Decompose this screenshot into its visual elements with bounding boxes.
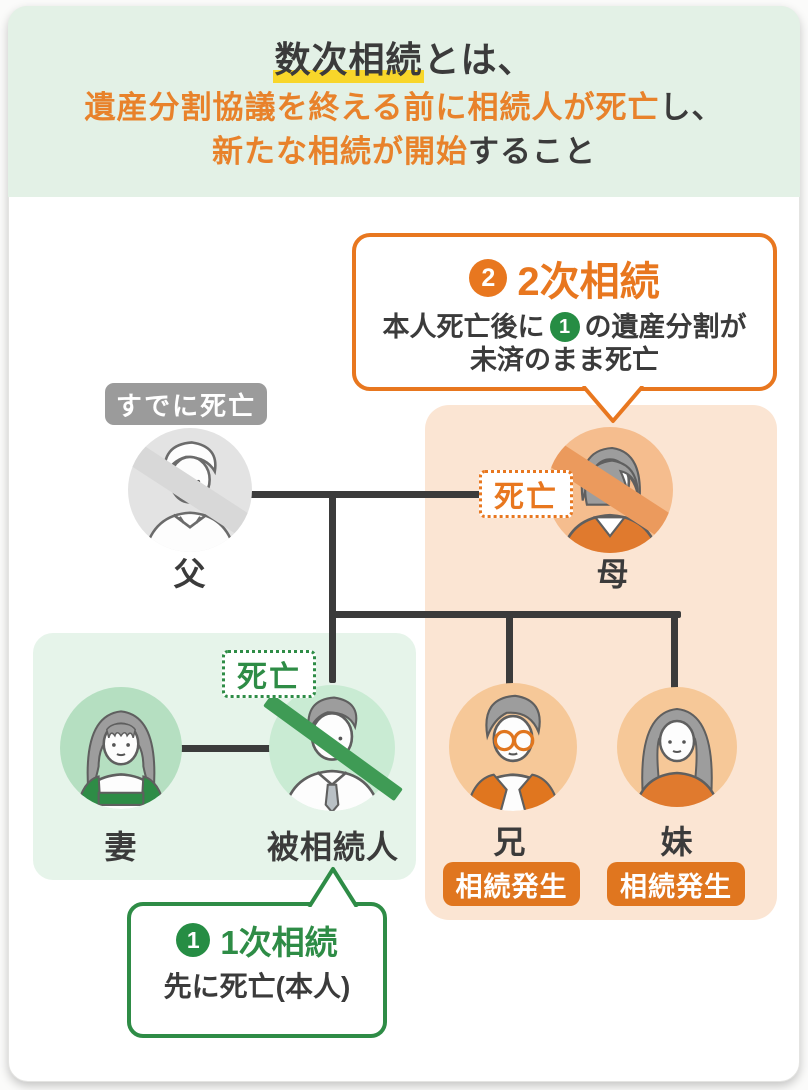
secondary-callout-body-line-2: 未済のまま死亡 bbox=[470, 344, 659, 375]
sister-icon bbox=[634, 707, 720, 807]
marriage-line-wife-decedent bbox=[175, 745, 275, 752]
father-label: 父 bbox=[173, 556, 207, 592]
sister-inheritance-badge: 相続発生 bbox=[607, 862, 745, 906]
title-line-2: 遺産分割協議を終える前に相続人が死亡し、 bbox=[84, 90, 723, 126]
primary-callout-tail-up-icon bbox=[307, 867, 359, 907]
siblings-line bbox=[329, 611, 681, 618]
title-line-3: 新たな相続が開始すること bbox=[212, 134, 596, 170]
secondary-callout-body-line-1: 本人死亡後に 1 の遺産分割が bbox=[383, 311, 747, 344]
secondary-callout-title: 2次相続 bbox=[517, 260, 660, 304]
already-deceased-badge: すでに死亡 bbox=[105, 383, 267, 425]
brother-drop-line bbox=[506, 611, 513, 689]
mother-avatar bbox=[547, 427, 673, 553]
title-keyword-highlight: 数次相続 bbox=[273, 39, 424, 84]
sister-drop-line bbox=[671, 611, 678, 691]
descent-line-to-decedent bbox=[329, 491, 336, 683]
title-banner: 数次相続とは、 遺産分割協議を終える前に相続人が死亡し、 新たな相続が開始するこ… bbox=[8, 6, 800, 197]
mother-death-badge: 死亡 bbox=[479, 470, 573, 518]
decedent-label: 被相続人 bbox=[266, 829, 399, 865]
title-line-3-rest: すること bbox=[468, 134, 596, 170]
mother-label: 母 bbox=[596, 556, 630, 592]
father-avatar bbox=[128, 428, 252, 552]
brother-inheritance-badge: 相続発生 bbox=[443, 862, 580, 906]
wife-label: 妻 bbox=[104, 829, 138, 865]
primary-callout-title: 1次相続 bbox=[220, 924, 338, 961]
secondary-callout-tail-down-icon bbox=[581, 386, 645, 423]
title-line-3-orange: 新たな相続が開始 bbox=[212, 134, 468, 170]
wife-icon bbox=[75, 710, 167, 809]
title-line-1-rest: とは、 bbox=[423, 39, 535, 81]
primary-callout-title-row: 1 1次相続 bbox=[176, 916, 338, 964]
title-line-2-rest: し、 bbox=[659, 89, 724, 125]
wife-avatar bbox=[60, 687, 182, 809]
secondary-callout-title-row: 2 2次相続 bbox=[469, 249, 660, 307]
primary-callout-body: 先に死亡(本人) bbox=[163, 971, 351, 1002]
decedent-death-badge: 死亡 bbox=[222, 650, 316, 698]
number-1-reference-badge-icon: 1 bbox=[549, 312, 580, 343]
secondary-body-post: の遺産分割が bbox=[584, 312, 747, 342]
sister-label: 妹 bbox=[660, 824, 694, 860]
brother-label: 兄 bbox=[493, 824, 527, 860]
number-1-badge-icon: 1 bbox=[176, 923, 211, 957]
marriage-line-father-mother bbox=[240, 491, 560, 498]
sister-avatar bbox=[617, 687, 737, 807]
secondary-inheritance-callout: 2 2次相続 本人死亡後に 1 の遺産分割が 未済のまま死亡 bbox=[352, 233, 777, 391]
title-line-2-orange: 遺産分割協議を終える前に相続人が死亡 bbox=[84, 89, 660, 125]
title-line-1: 数次相続とは、 bbox=[273, 39, 535, 84]
brother-avatar bbox=[449, 683, 577, 811]
number-2-badge-icon: 2 bbox=[469, 259, 508, 297]
secondary-body-pre: 本人死亡後に bbox=[382, 312, 545, 342]
primary-inheritance-callout: 1 1次相続 先に死亡(本人) bbox=[127, 902, 387, 1038]
brother-icon bbox=[465, 694, 561, 811]
